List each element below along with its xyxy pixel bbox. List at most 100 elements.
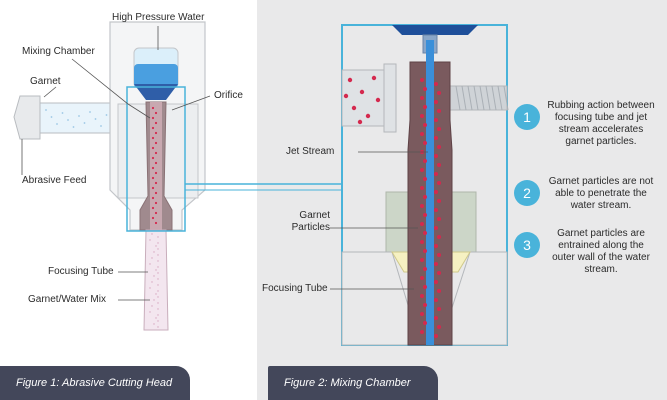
garnet-particle xyxy=(149,311,151,313)
garnet-particle xyxy=(423,177,427,181)
garnet-particle xyxy=(437,307,441,311)
garnet-particle xyxy=(434,280,438,284)
thread-line xyxy=(473,85,479,111)
label-garnet-particles: Garnet Particles xyxy=(291,210,330,233)
label-mixing-chamber: Mixing Chamber xyxy=(22,46,95,57)
caption-figure-2: Figure 2: Mixing Chamber xyxy=(268,366,438,400)
garnet-particle xyxy=(423,195,427,199)
garnet-particle xyxy=(423,105,427,109)
core-particles xyxy=(151,106,158,225)
thread-line xyxy=(455,85,461,111)
garnet-particle xyxy=(151,176,155,180)
garnet-particle xyxy=(423,213,427,217)
garnet-particle xyxy=(423,303,427,307)
garnet-particle xyxy=(151,156,155,160)
feed-block-particles xyxy=(343,75,381,125)
garnet-particle xyxy=(437,325,441,329)
garnet-particle xyxy=(157,254,159,256)
garnet-particle xyxy=(365,113,371,119)
garnet-particle xyxy=(105,114,108,116)
garnet-particle xyxy=(61,112,64,114)
garnet-particle xyxy=(157,296,159,298)
orifice-mount xyxy=(134,84,178,100)
garnet-particle xyxy=(151,166,155,170)
label-high-pressure-water: High Pressure Water xyxy=(112,12,205,23)
screw-threads xyxy=(455,85,509,111)
garnet-particle xyxy=(420,168,424,172)
step-3-badge: 3 xyxy=(514,232,540,258)
garnet-particle xyxy=(343,93,349,99)
garnet-particle xyxy=(434,136,438,140)
garnet-particle xyxy=(157,284,159,286)
garnet-particle xyxy=(155,317,157,319)
garnet-particle xyxy=(434,118,438,122)
step-2: 2 Garnet particles are not able to penet… xyxy=(514,176,664,212)
garnet-particle xyxy=(437,127,441,131)
housing-right xyxy=(451,191,477,253)
step-3: 3 Garnet particles are entrained along t… xyxy=(514,228,664,276)
garnet-particle xyxy=(154,161,158,165)
garnet-particle xyxy=(151,305,153,307)
garnet-particle xyxy=(434,208,438,212)
mixing-chamber-figure xyxy=(341,24,509,346)
garnet-particle xyxy=(151,196,155,200)
garnet-particle xyxy=(437,271,441,275)
garnet-particle xyxy=(154,181,158,185)
garnet-particle xyxy=(151,257,153,259)
garnet-particle xyxy=(434,244,438,248)
garnet-particle xyxy=(155,245,157,247)
garnet-particle xyxy=(89,111,91,113)
garnet-particle xyxy=(351,105,357,111)
garnet-particle xyxy=(153,299,155,301)
garnet-particle xyxy=(359,89,365,95)
garnet-particle xyxy=(437,199,441,203)
garnet-particle xyxy=(437,91,441,95)
garnet-particle xyxy=(423,267,427,271)
garnet-particle xyxy=(357,119,363,125)
label-garnet: Garnet xyxy=(30,76,61,87)
garnet-particle xyxy=(157,326,159,328)
garnet-particle xyxy=(83,122,86,124)
thread-line xyxy=(467,85,473,111)
thread-line xyxy=(491,85,497,111)
garnet-particle xyxy=(151,216,155,220)
garnet-particle xyxy=(420,330,424,334)
housing-left xyxy=(385,191,411,253)
label-focusing-tube-fig1: Focusing Tube xyxy=(48,266,114,277)
garnet-particle xyxy=(151,281,153,283)
step-1-badge: 1 xyxy=(514,104,540,130)
figure1-leaders xyxy=(21,26,211,301)
garnet-particle xyxy=(434,100,438,104)
garnet-particle xyxy=(434,154,438,158)
garnet-particle xyxy=(157,314,159,316)
garnet-particle xyxy=(56,123,58,125)
label-garnet-water-mix: Garnet/Water Mix xyxy=(28,294,106,305)
garnet-particle xyxy=(151,106,155,110)
step-2-text: Garnet particles are not able to penetra… xyxy=(548,176,654,211)
garnet-particle xyxy=(434,298,438,302)
garnet-particle xyxy=(420,78,424,82)
garnet-particle xyxy=(157,242,159,244)
garnet-particle xyxy=(437,217,441,221)
garnet-particle xyxy=(347,77,353,83)
garnet-particle xyxy=(154,171,158,175)
garnet-particle xyxy=(78,115,80,117)
garnet-particle xyxy=(157,248,159,250)
mix-particles xyxy=(149,233,159,328)
garnet-particle xyxy=(375,97,381,103)
garnet-particle xyxy=(420,186,424,190)
garnet-particle xyxy=(50,116,53,118)
garnet-particle xyxy=(157,308,159,310)
garnet-hopper xyxy=(13,95,41,140)
garnet-particle xyxy=(154,211,158,215)
garnet-particle xyxy=(420,96,424,100)
focusing-tube xyxy=(143,229,169,331)
garnet-particles xyxy=(420,78,441,338)
caption-figure-1: Figure 1: Abrasive Cutting Head xyxy=(0,366,190,400)
garnet-particle xyxy=(45,109,47,111)
garnet-particle xyxy=(423,159,427,163)
garnet-particle xyxy=(157,302,159,304)
garnet-particle xyxy=(157,290,159,292)
